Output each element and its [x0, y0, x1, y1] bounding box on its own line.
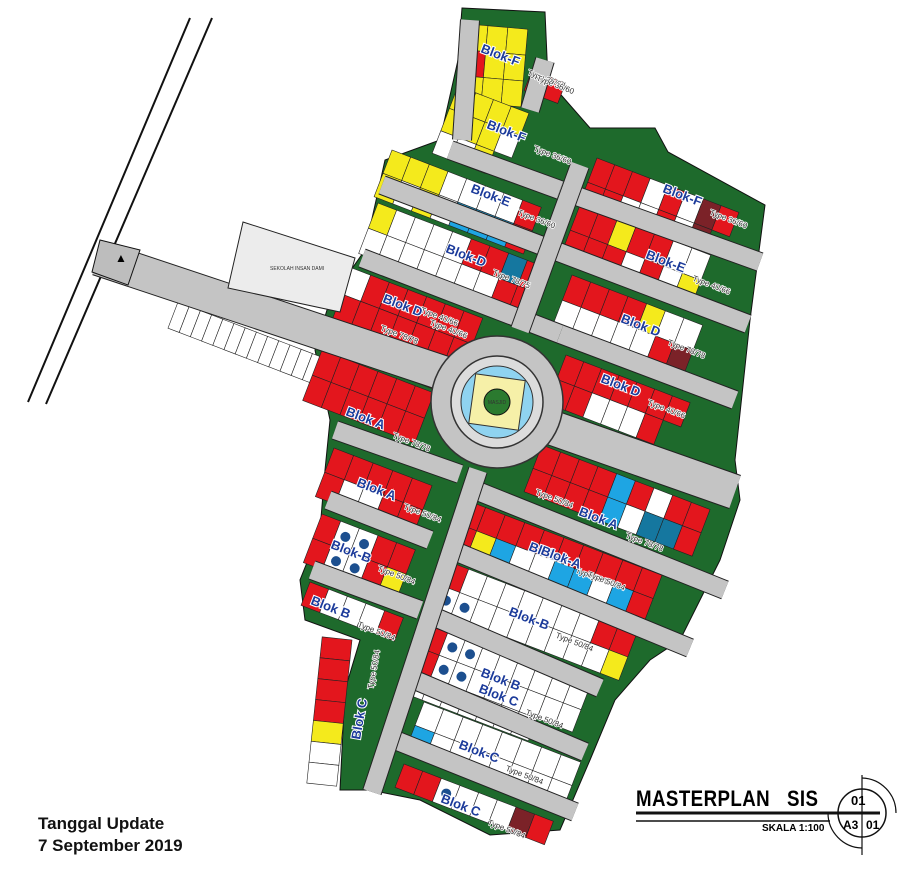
- update-date: 7 September 2019: [38, 836, 183, 855]
- page-number: 01: [866, 818, 880, 832]
- lot[interactable]: [319, 636, 353, 662]
- entrance-gate: [91, 239, 141, 286]
- tree-marker-icon: [438, 664, 449, 675]
- road: [556, 325, 739, 409]
- roundabout: MASJID: [430, 335, 564, 469]
- road: [446, 141, 564, 199]
- sheet-number: 01: [851, 793, 866, 808]
- tree-marker-icon: [459, 602, 470, 613]
- road: [511, 161, 589, 334]
- road: [524, 403, 741, 509]
- road: [324, 491, 434, 549]
- lot[interactable]: [317, 657, 351, 683]
- lot-row: [306, 636, 353, 787]
- lot[interactable]: [308, 740, 342, 766]
- title-block-graphics: [636, 775, 897, 855]
- road: [92, 241, 476, 399]
- update-label: Tanggal Update: [38, 814, 165, 833]
- north-arrow-icon: ▲: [115, 251, 127, 265]
- road: [466, 479, 729, 599]
- lot[interactable]: [635, 412, 664, 445]
- lot[interactable]: [599, 649, 629, 681]
- mosque-dome-icon: [483, 388, 511, 416]
- lot[interactable]: [493, 128, 521, 159]
- external-road: [27, 17, 213, 405]
- lot[interactable]: [673, 525, 702, 557]
- lot-row: [523, 444, 711, 557]
- road: [556, 181, 764, 271]
- lot[interactable]: [525, 813, 554, 846]
- lot[interactable]: [315, 678, 348, 703]
- road: [391, 731, 579, 821]
- tree-marker-icon: [465, 649, 476, 660]
- masterplan-title: MASTERPLAN SIS: [636, 786, 819, 811]
- mosque-label: MASJID: [488, 400, 507, 406]
- road: [332, 421, 463, 483]
- road: [363, 467, 487, 795]
- tree-marker-icon: [359, 539, 370, 550]
- road: [521, 57, 554, 113]
- lot[interactable]: [306, 761, 340, 787]
- lot[interactable]: [662, 395, 691, 428]
- lot-row: [431, 561, 638, 681]
- school-plot: [227, 221, 356, 313]
- lot[interactable]: [395, 410, 425, 444]
- lot[interactable]: [313, 699, 346, 724]
- road: [453, 19, 479, 141]
- school-label: SEKOLAH INSAN DAMI: [270, 266, 324, 272]
- lot-row: [394, 763, 554, 846]
- tree-marker-icon: [456, 671, 467, 682]
- tree-marker-icon: [441, 788, 452, 799]
- lot[interactable]: [711, 205, 740, 238]
- lot-row: [546, 354, 691, 445]
- tree-marker-icon: [340, 531, 351, 542]
- roads: [92, 19, 764, 822]
- road: [426, 606, 604, 697]
- tree-marker-icon: [349, 563, 360, 574]
- road: [448, 541, 694, 657]
- tree-marker-icon: [331, 556, 342, 567]
- paper-size: A3: [843, 818, 859, 832]
- road: [406, 669, 589, 761]
- lot[interactable]: [554, 702, 582, 733]
- lot-row: [300, 581, 404, 642]
- tree-marker-icon: [447, 642, 458, 653]
- road: [378, 176, 752, 333]
- lot-rows: [167, 23, 740, 846]
- lot[interactable]: [375, 610, 404, 642]
- lot-row: [302, 349, 435, 444]
- lot-row: [167, 301, 336, 389]
- road: [308, 561, 424, 619]
- lot[interactable]: [500, 78, 524, 108]
- scale-label: SKALA 1:100: [762, 823, 825, 834]
- lot[interactable]: [310, 720, 344, 745]
